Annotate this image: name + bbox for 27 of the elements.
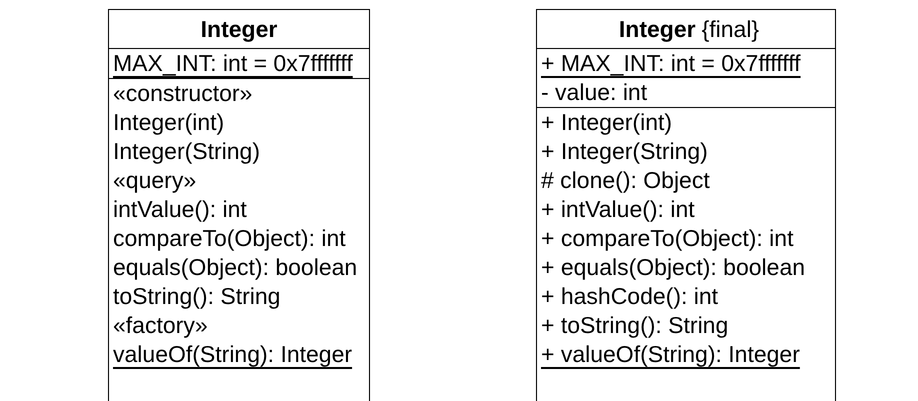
operation-text: equals(Object): boolean	[113, 253, 358, 282]
operation-text: + valueOf(String): Integer	[541, 340, 800, 369]
class-name: Integer	[618, 16, 696, 42]
operation-text: compareTo(Object): int	[113, 224, 346, 253]
class-box	[108, 9, 370, 401]
operation-text: + equals(Object): boolean	[541, 253, 806, 282]
operation-text: # clone(): Object	[541, 166, 710, 195]
attribute-text: + MAX_INT: int = 0x7fffffff	[541, 49, 801, 78]
class-name: Integer	[200, 16, 278, 42]
operation-text: + compareTo(Object): int	[541, 224, 794, 253]
operation-text: «query»	[113, 166, 196, 195]
operation-text: toString(): String	[113, 282, 280, 311]
operation-text: «factory»	[113, 311, 208, 340]
operation-text: + Integer(int)	[541, 108, 672, 137]
operation-text: intValue(): int	[113, 195, 247, 224]
operation-text: + intValue(): int	[541, 195, 695, 224]
attribute-text: - value: int	[541, 78, 648, 107]
class-property: {final}	[702, 16, 760, 42]
operation-text: + hashCode(): int	[541, 282, 718, 311]
operation-text: + toString(): String	[541, 311, 728, 340]
operation-text: «constructor»	[113, 79, 252, 108]
operation-text: valueOf(String): Integer	[113, 340, 352, 369]
attribute-text: MAX_INT: int = 0x7fffffff	[113, 49, 353, 78]
operation-text: + Integer(String)	[541, 137, 708, 166]
class-box	[536, 9, 836, 401]
operation-text: Integer(int)	[113, 108, 224, 137]
operation-text: Integer(String)	[113, 137, 260, 166]
